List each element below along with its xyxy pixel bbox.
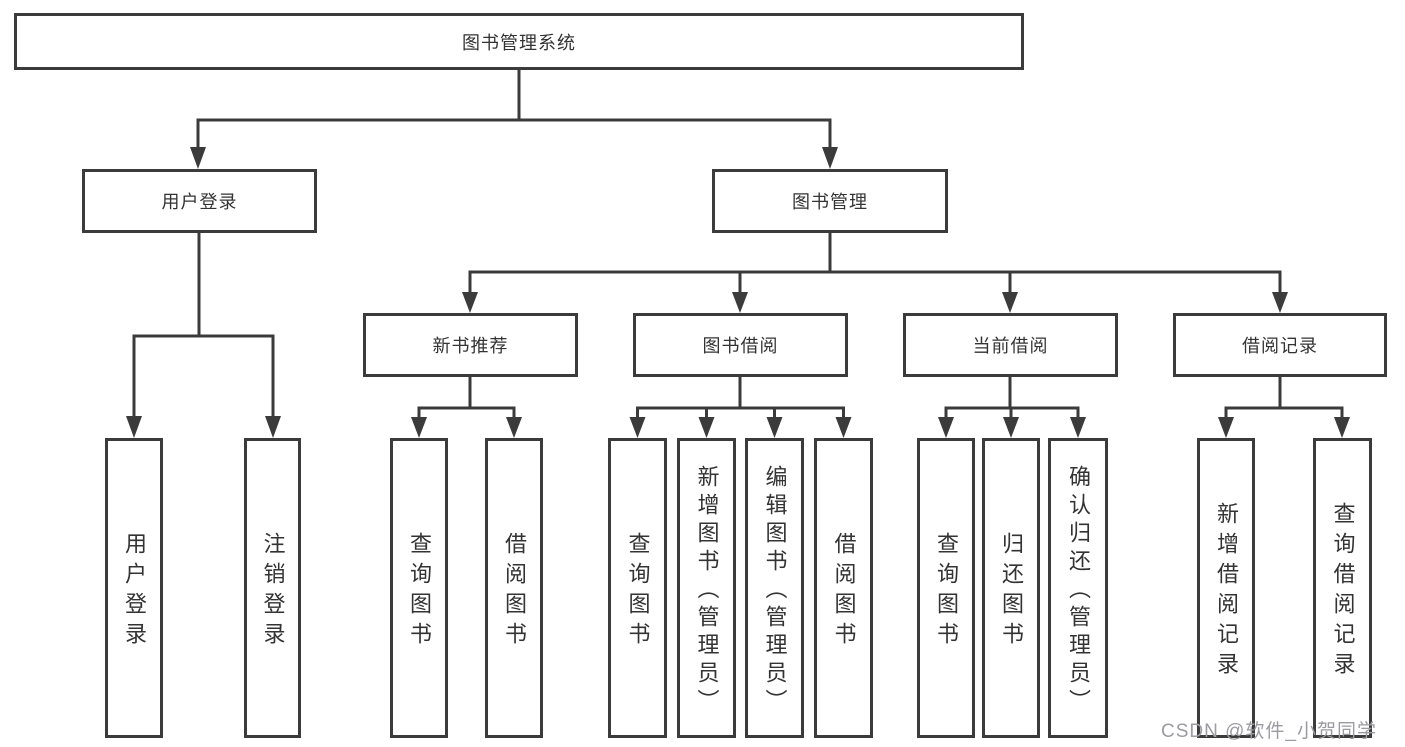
leaf-logout-label: 注销登录 bbox=[260, 532, 286, 652]
leaf-query-book-1-label: 查询图书 bbox=[407, 532, 432, 652]
node-borrow-record: 借阅记录 bbox=[1173, 313, 1387, 377]
node-book-management-label: 图书管理 bbox=[792, 192, 868, 212]
node-new-book-recommend-label: 新书推荐 bbox=[432, 336, 509, 356]
csdn-watermark: CSDN @软件_小贺同学 bbox=[1161, 721, 1377, 742]
node-new-book-recommend: 新书推荐 bbox=[363, 313, 578, 377]
node-user-login-label: 用户登录 bbox=[161, 192, 238, 212]
leaf-add-book-admin: 新增图书（管理员） bbox=[677, 438, 736, 738]
node-user-login: 用户登录 bbox=[82, 169, 317, 233]
leaf-query-borrow-record-label: 查询借阅记录 bbox=[1330, 502, 1356, 682]
leaf-user-login-label: 用户登录 bbox=[122, 532, 147, 652]
leaf-add-book-admin-label: 新增图书（管理员） bbox=[694, 465, 720, 717]
leaf-query-book-2-label: 查询图书 bbox=[625, 532, 651, 652]
leaf-user-login: 用户登录 bbox=[105, 438, 163, 738]
leaf-query-book-3: 查询图书 bbox=[917, 438, 975, 738]
leaf-query-book-3-label: 查询图书 bbox=[934, 532, 959, 652]
leaf-edit-book-admin-label: 编辑图书（管理员） bbox=[762, 465, 788, 717]
leaf-edit-book-admin: 编辑图书（管理员） bbox=[745, 438, 804, 738]
node-root-label: 图书管理系统 bbox=[462, 32, 576, 53]
leaf-add-borrow-record-label: 新增借阅记录 bbox=[1214, 502, 1239, 682]
leaf-logout: 注销登录 bbox=[244, 438, 301, 738]
node-current-borrow: 当前借阅 bbox=[903, 313, 1118, 377]
leaf-query-borrow-record: 查询借阅记录 bbox=[1313, 438, 1372, 738]
node-book-borrow-label: 图书借阅 bbox=[702, 336, 779, 356]
leaf-add-borrow-record: 新增借阅记录 bbox=[1197, 438, 1255, 738]
leaf-borrow-book-2-label: 借阅图书 bbox=[831, 532, 857, 652]
node-book-management: 图书管理 bbox=[712, 169, 948, 233]
leaf-return-book-label: 归还图书 bbox=[999, 532, 1024, 652]
leaf-return-book: 归还图书 bbox=[982, 438, 1040, 738]
node-borrow-record-label: 借阅记录 bbox=[1242, 336, 1318, 356]
leaf-borrow-book-1: 借阅图书 bbox=[485, 438, 543, 738]
leaf-borrow-book-1-label: 借阅图书 bbox=[502, 532, 527, 652]
leaf-confirm-return-admin: 确认归还（管理员） bbox=[1048, 438, 1108, 738]
node-book-borrow: 图书借阅 bbox=[633, 313, 848, 377]
leaf-query-book-2: 查询图书 bbox=[608, 438, 667, 738]
node-root: 图书管理系统 bbox=[14, 13, 1024, 70]
leaf-query-book-1: 查询图书 bbox=[390, 438, 448, 738]
leaf-borrow-book-2: 借阅图书 bbox=[814, 438, 873, 738]
node-current-borrow-label: 当前借阅 bbox=[972, 336, 1049, 356]
leaf-confirm-return-admin-label: 确认归还（管理员） bbox=[1066, 465, 1091, 717]
